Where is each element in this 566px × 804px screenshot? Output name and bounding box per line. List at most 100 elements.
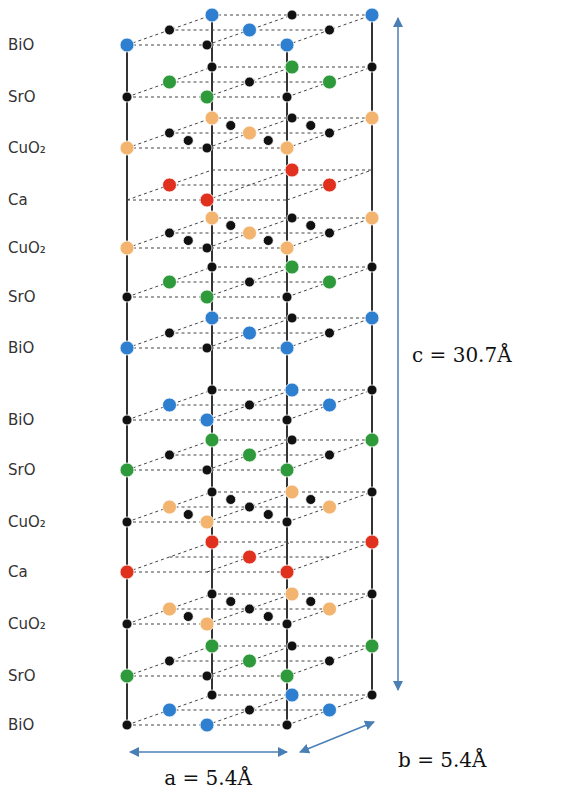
oxygen-atom bbox=[183, 510, 193, 520]
layer-plane bbox=[127, 440, 212, 470]
oxygen-atom bbox=[183, 136, 193, 146]
dimension-label: a = 5.4Å bbox=[164, 768, 252, 788]
metal-atom bbox=[120, 463, 134, 477]
oxygen-atom bbox=[325, 656, 335, 666]
metal-atom bbox=[280, 565, 294, 579]
oxygen-atom bbox=[207, 62, 217, 72]
layer-label: BiO bbox=[8, 413, 34, 428]
a-dimension-arrow bbox=[130, 751, 287, 753]
metal-atom bbox=[323, 398, 337, 412]
metal-atom bbox=[200, 193, 214, 207]
metal-atom bbox=[365, 535, 379, 549]
metal-atom bbox=[120, 565, 134, 579]
layer-label: SrO bbox=[8, 669, 36, 684]
oxygen-atom bbox=[207, 262, 217, 272]
layer-label: SrO bbox=[8, 90, 36, 105]
metal-atom bbox=[323, 75, 337, 89]
oxygen-atom bbox=[306, 495, 316, 505]
layer-plane bbox=[207, 646, 292, 676]
oxygen-atom bbox=[325, 25, 335, 35]
layer-plane bbox=[127, 318, 212, 348]
metal-atom bbox=[163, 398, 177, 412]
layer-label: SrO bbox=[8, 463, 36, 478]
oxygen-atom bbox=[282, 619, 292, 629]
layer-plane bbox=[287, 318, 372, 348]
oxygen-atom bbox=[183, 612, 193, 622]
metal-atom bbox=[163, 500, 177, 514]
metal-atom bbox=[280, 341, 294, 355]
metal-atom bbox=[163, 178, 177, 192]
layer-plane bbox=[207, 594, 292, 624]
metal-atom bbox=[280, 38, 294, 52]
oxygen-atom bbox=[287, 641, 297, 651]
b-dimension-arrow bbox=[300, 722, 374, 752]
oxygen-atom bbox=[282, 92, 292, 102]
layer-label: CuO₂ bbox=[8, 617, 46, 632]
metal-atom bbox=[243, 550, 257, 564]
metal-atom bbox=[200, 515, 214, 529]
layer-plane bbox=[207, 118, 292, 148]
layer-plane bbox=[127, 695, 212, 725]
metal-atom bbox=[205, 111, 219, 125]
layer-label: Ca bbox=[8, 565, 28, 580]
layer-plane bbox=[287, 646, 372, 676]
oxygen-atom bbox=[306, 221, 316, 231]
layer-plane bbox=[207, 695, 292, 725]
oxygen-atom bbox=[207, 589, 217, 599]
metal-atom bbox=[205, 433, 219, 447]
layer-plane bbox=[287, 267, 372, 297]
metal-atom bbox=[200, 617, 214, 631]
layer-plane bbox=[127, 646, 212, 676]
layer-plane bbox=[127, 15, 212, 45]
metal-atom bbox=[280, 669, 294, 683]
metal-atom bbox=[323, 602, 337, 616]
metal-atom bbox=[285, 485, 299, 499]
layer-plane bbox=[207, 440, 292, 470]
metal-atom bbox=[205, 639, 219, 653]
oxygen-atom bbox=[287, 313, 297, 323]
oxygen-atom bbox=[306, 597, 316, 607]
oxygen-atom bbox=[306, 121, 316, 131]
layer-plane bbox=[287, 492, 372, 522]
layer-plane bbox=[207, 267, 292, 297]
oxygen-atom bbox=[287, 113, 297, 123]
oxygen-atom bbox=[282, 720, 292, 730]
layer-plane bbox=[287, 218, 372, 248]
metal-atom bbox=[200, 413, 214, 427]
metal-atom bbox=[280, 463, 294, 477]
oxygen-atom bbox=[325, 228, 335, 238]
layer-plane bbox=[287, 170, 372, 200]
layer-plane bbox=[207, 67, 292, 97]
oxygen-atom bbox=[183, 236, 193, 246]
oxygen-atom bbox=[202, 143, 212, 153]
oxygen-atom bbox=[202, 343, 212, 353]
layer-plane bbox=[127, 170, 212, 200]
oxygen-atom bbox=[245, 77, 255, 87]
metal-atom bbox=[205, 535, 219, 549]
metal-atom bbox=[285, 60, 299, 74]
oxygen-atom bbox=[207, 690, 217, 700]
oxygen-atom bbox=[226, 221, 236, 231]
layer-label: BiO bbox=[8, 38, 34, 53]
metal-atom bbox=[205, 8, 219, 22]
metal-atom bbox=[285, 688, 299, 702]
metal-atom bbox=[120, 38, 134, 52]
metal-atom bbox=[163, 602, 177, 616]
metal-atom bbox=[205, 211, 219, 225]
oxygen-atom bbox=[202, 671, 212, 681]
oxygen-atom bbox=[122, 292, 132, 302]
oxygen-atom bbox=[325, 328, 335, 338]
layer-label: SrO bbox=[8, 290, 36, 305]
oxygen-atom bbox=[165, 656, 175, 666]
layer-plane bbox=[207, 170, 292, 200]
metal-atom bbox=[280, 141, 294, 155]
metal-atom bbox=[163, 75, 177, 89]
layer-plane bbox=[127, 594, 212, 624]
oxygen-atom bbox=[122, 517, 132, 527]
layer-label: CuO₂ bbox=[8, 515, 46, 530]
oxygen-atom bbox=[263, 612, 273, 622]
oxygen-atom bbox=[226, 121, 236, 131]
metal-atom bbox=[285, 163, 299, 177]
metal-atom bbox=[200, 90, 214, 104]
oxygen-atom bbox=[165, 128, 175, 138]
